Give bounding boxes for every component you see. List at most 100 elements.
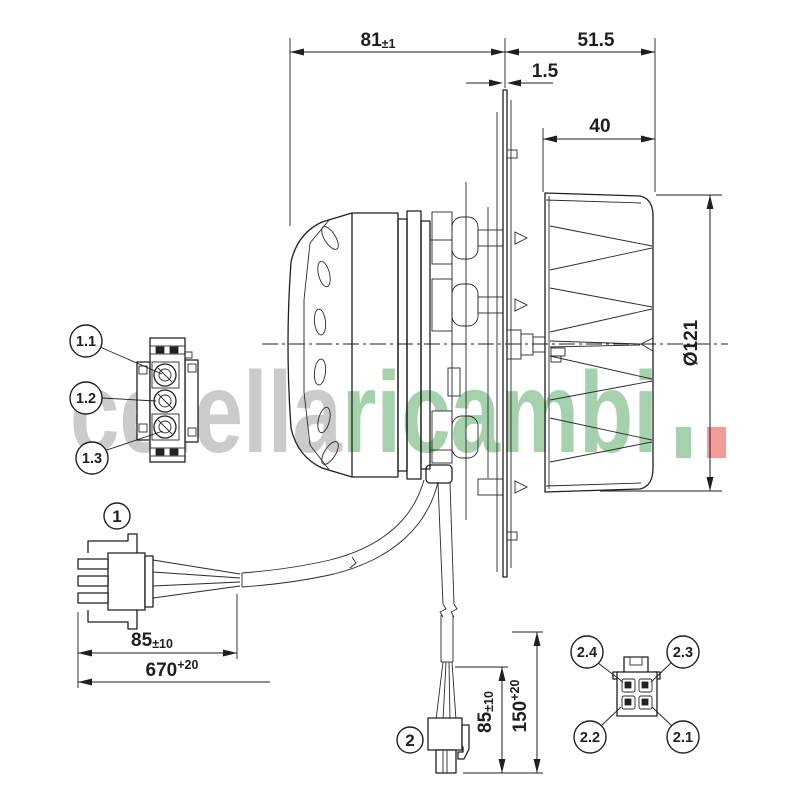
blade-line (549, 308, 653, 333)
pin-cavity (641, 698, 649, 706)
svg-text:670+20: 670+20 (146, 658, 199, 681)
svg-text:81±1: 81±1 (361, 30, 396, 51)
cable-break (450, 603, 458, 618)
dim-plate-thickness: 1.5 (466, 61, 559, 87)
housing (616, 671, 658, 717)
dim-impeller-diameter: Ø121 (600, 194, 722, 492)
cable-grommet (425, 464, 453, 484)
power-cable (152, 479, 439, 599)
blade-line (549, 380, 653, 401)
svg-text:Ø121: Ø121 (681, 319, 702, 366)
svg-text:2: 2 (405, 731, 414, 750)
dim-cable2-length: 150+20 (508, 631, 543, 773)
blade-line (549, 355, 653, 380)
balloon-2-3: 2.3 (650, 635, 700, 683)
cable-channel (447, 367, 461, 397)
wire (152, 585, 241, 599)
plug-latch (457, 724, 470, 760)
svg-text:1.5: 1.5 (532, 61, 559, 82)
svg-text:40: 40 (589, 116, 610, 137)
impeller-outline (544, 192, 654, 493)
pin-cavity (624, 681, 632, 689)
wire (152, 571, 241, 579)
svg-text:2.1: 2.1 (673, 730, 693, 746)
blade-line (549, 225, 653, 247)
svg-text:2.3: 2.3 (673, 645, 693, 661)
svg-text:85±10: 85±10 (475, 691, 496, 733)
wire (152, 559, 241, 575)
hub-cap (640, 337, 654, 352)
wire (442, 661, 447, 721)
screw-tip (514, 231, 529, 245)
vent-slot (317, 406, 331, 434)
blade-line (545, 482, 642, 487)
balloon-2-4: 2.4 (570, 635, 624, 683)
wire (435, 661, 444, 721)
wire (451, 661, 457, 721)
screw-tip (514, 298, 529, 312)
plug-lower (435, 749, 457, 774)
plug-back (144, 555, 154, 608)
screw-tip (514, 480, 529, 494)
blade-line (549, 441, 653, 463)
svg-text:2.4: 2.4 (577, 645, 597, 661)
latch-bottom (87, 610, 138, 630)
hub-mount (550, 355, 562, 363)
latch-top (87, 533, 138, 553)
vent-slot (321, 441, 339, 465)
motor-core (429, 239, 453, 451)
blade-line (545, 199, 642, 204)
svg-text:150+20: 150+20 (508, 680, 531, 733)
signal-cable (435, 482, 458, 721)
balloon-1-1: 1.1 (69, 324, 163, 375)
blade-line (549, 417, 653, 441)
plug-pin (77, 592, 109, 604)
svg-text:51.5: 51.5 (578, 30, 615, 51)
mounting-plate (502, 89, 546, 578)
svg-text:1.1: 1.1 (76, 334, 96, 350)
dim-cable2-stripped: 85±10 (455, 666, 543, 774)
key-tab (184, 351, 193, 359)
plug-pin (77, 575, 109, 587)
watermark-red-dot (707, 427, 726, 458)
blade-line (549, 287, 653, 308)
connector-1-plug (77, 533, 154, 630)
dim-motor-depth: 81±1 (290, 30, 505, 56)
plate-tab (506, 531, 518, 541)
dim-impeller-depth: 40 (543, 116, 655, 143)
watermark-green-dot (676, 427, 691, 458)
balloon-2-2: 2.2 (573, 706, 622, 754)
vent-slot (313, 308, 327, 336)
connector-2-plug (427, 717, 470, 774)
svg-text:85±10: 85±10 (131, 630, 173, 651)
dim-cable1-length: 670+20 (78, 658, 270, 686)
connector-4pin-face (612, 656, 661, 717)
blade-line (549, 344, 641, 348)
vent-slot (321, 226, 339, 250)
motor-side-view (287, 112, 504, 572)
dim-cable1-stripped: 85±10 (77, 594, 238, 688)
svg-text:2.2: 2.2 (580, 730, 600, 746)
plate-tab (506, 149, 518, 159)
balloon-1-2: 1.2 (69, 381, 157, 415)
cable-break (439, 603, 447, 618)
balloon-2-1: 2.1 (651, 706, 700, 754)
svg-text:1.3: 1.3 (82, 451, 102, 467)
wire (152, 581, 241, 587)
balloon-1-3: 1.3 (75, 430, 164, 475)
balloon-2: 2 (396, 726, 424, 754)
svg-text:1.2: 1.2 (76, 391, 96, 407)
impeller (544, 192, 654, 493)
blade-line (549, 247, 653, 271)
balloon-1: 1 (103, 502, 131, 530)
dim-fan-side-width: 51.5 (505, 30, 655, 56)
vent-slot (313, 358, 327, 386)
svg-text:1: 1 (112, 507, 121, 526)
plug-pin (77, 558, 109, 570)
watermark: celellaricambi (70, 349, 726, 477)
rear-housing-facet (303, 218, 331, 472)
pin-cavity (641, 681, 649, 689)
rear-housing-dome (287, 212, 353, 478)
